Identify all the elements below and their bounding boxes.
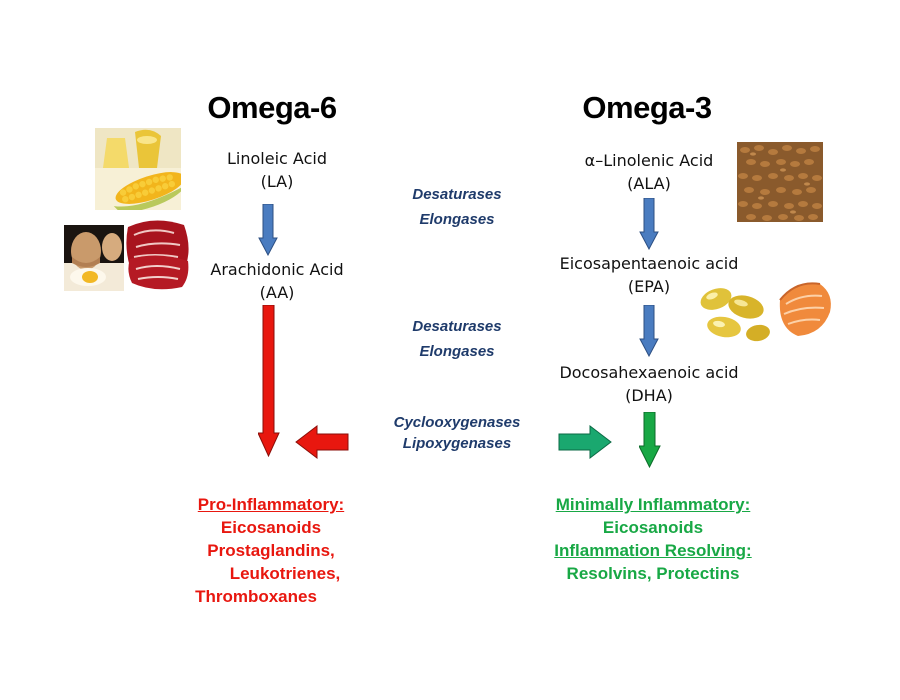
arrow-dha-to-anti-inflammatory xyxy=(639,412,661,468)
omega3-heading: Omega-3 xyxy=(582,90,712,125)
inflammation-resolving-title: Inflammation Resolving: xyxy=(554,541,752,560)
fish-oil-capsules-photo xyxy=(694,279,772,345)
epa-abbr: (EPA) xyxy=(627,277,671,296)
oil-and-corn-photo xyxy=(95,128,181,210)
dha-name: Docosahexaenoic acid xyxy=(559,363,739,382)
arrow-left-red xyxy=(295,425,349,459)
prostaglandins-label: Prostaglandins, xyxy=(207,541,335,560)
arachidonic-acid-name: Arachidonic Acid xyxy=(210,260,344,279)
arachidonic-acid-abbr: (AA) xyxy=(259,283,295,302)
leukotrienes-label: Leukotrienes, xyxy=(229,564,341,583)
enzymes-step1: Desaturases Elongases xyxy=(372,182,542,232)
desaturases-label-1: Desaturases xyxy=(412,186,502,203)
enzymes-step2: Desaturases Elongases xyxy=(372,314,542,364)
omega6-heading: Omega-6 xyxy=(207,90,337,125)
lipoxygenases-label: Lipoxygenases xyxy=(402,435,512,452)
alpha-linolenic-acid-abbr: (ALA) xyxy=(627,174,671,193)
resolvins-protectins-label: Resolvins, Protectins xyxy=(566,564,740,583)
epa-name: Eicosapentaenoic acid xyxy=(559,254,739,273)
thromboxanes-label: Thromboxanes xyxy=(195,587,317,606)
minimally-inflammatory-title: Minimally Inflammatory: xyxy=(555,495,751,514)
arrow-epa-to-dha xyxy=(639,305,659,357)
eicosanoids-omega3: Eicosanoids xyxy=(602,518,704,537)
cyclooxygenases-label: Cyclooxygenases xyxy=(393,414,521,431)
linoleic-acid-name: Linoleic Acid xyxy=(227,149,327,168)
elongases-label-2: Elongases xyxy=(419,343,495,360)
dha-abbr: (DHA) xyxy=(625,386,673,405)
desaturases-label-2: Desaturases xyxy=(412,318,502,335)
alpha-linolenic-acid-label: α–Linolenic Acid (ALA) xyxy=(549,149,749,195)
linoleic-acid-abbr: (LA) xyxy=(260,172,294,191)
arrow-aa-to-pro-inflammatory xyxy=(258,305,280,457)
arrow-la-to-aa xyxy=(258,204,278,256)
elongases-label-1: Elongases xyxy=(419,211,495,228)
dha-label: Docosahexaenoic acid (DHA) xyxy=(534,361,764,407)
arrow-right-green xyxy=(558,425,612,459)
flaxseed-photo xyxy=(737,142,823,222)
epa-label: Eicosapentaenoic acid (EPA) xyxy=(534,252,764,298)
pro-inflammatory-title: Pro-Inflammatory: xyxy=(197,495,345,514)
arachidonic-acid-label: Arachidonic Acid (AA) xyxy=(177,258,377,304)
red-meat-photo xyxy=(124,217,192,291)
pro-inflammatory-outcome: Pro-Inflammatory: Eicosanoids Prostaglan… xyxy=(161,493,381,608)
eicosanoids-omega6: Eicosanoids xyxy=(220,518,322,537)
linoleic-acid-label: Linoleic Acid (LA) xyxy=(177,147,377,193)
enzymes-step3: Cyclooxygenases Lipoxygenases xyxy=(367,412,547,454)
alpha-linolenic-acid-name: α–Linolenic Acid xyxy=(584,151,714,170)
eggs-photo xyxy=(64,225,126,291)
arrow-ala-to-epa xyxy=(639,198,659,250)
salmon-fillet-photo xyxy=(772,276,836,342)
anti-inflammatory-outcome: Minimally Inflammatory: Eicosanoids Infl… xyxy=(523,493,783,585)
